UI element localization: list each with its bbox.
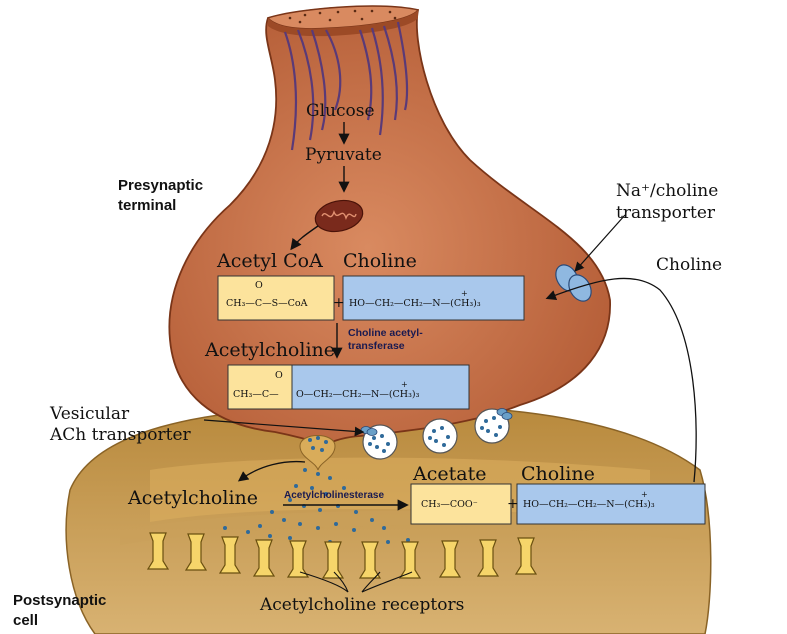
release-arrow <box>237 460 306 482</box>
choline-bottom-label: Choline <box>521 463 595 485</box>
choline-right-label: Choline <box>656 255 723 275</box>
acetyl-coa-box <box>217 275 335 321</box>
choline-product-box <box>516 483 706 525</box>
presynaptic-terminal <box>168 5 611 446</box>
postsynaptic-cell-label: Postsynaptic cell <box>13 592 107 629</box>
presynaptic-terminal-label: Presynaptic terminal <box>118 177 204 214</box>
acetylcholine-receptors-label: Acetylcholine receptors <box>260 595 465 615</box>
choline-box <box>342 275 525 321</box>
acetylcholine-mid-label: Acetylcholine <box>205 339 336 361</box>
acetyl-coa-carbonyl-o: O <box>255 280 263 291</box>
acetylcholine-rest-formula: O—CH₂—CH₂—N—(CH₃)₃ <box>296 389 420 400</box>
acetylcholinesterase-label: Acetylcholinesterase <box>284 490 385 501</box>
vesicular-transporter-pointer <box>203 419 365 437</box>
acetylcholine-cleft-label: Acetylcholine <box>128 487 259 509</box>
na-choline-transporter-label: Na⁺/choline transporter <box>616 181 719 223</box>
choline-acetyltransferase-label: Choline acetyl- transferase <box>348 327 423 352</box>
metabolic-arrows <box>290 122 350 359</box>
na-choline-transporter <box>555 264 592 302</box>
acetate-formula: CH₃—COO⁻ <box>421 499 478 510</box>
synaptic-vesicles <box>360 408 513 460</box>
transporter-pointer <box>574 214 626 272</box>
vesicular-ach-transporter-label: Vesicular ACh transporter <box>50 404 191 445</box>
microtubules <box>283 21 409 151</box>
acetylcholine-carbonyl-o: O <box>275 370 283 381</box>
acetylcholine-acyl-formula: CH₃—C— <box>233 389 279 400</box>
mitochondrion <box>314 199 364 233</box>
acetate-label: Acetate <box>413 463 487 485</box>
acetylcholine-receptors <box>146 532 538 579</box>
plus-sign-top: + <box>333 295 345 311</box>
acetylcholine-n-plus: + <box>401 380 408 389</box>
pyruvate-label: Pyruvate <box>305 145 382 165</box>
acetate-box <box>410 483 512 525</box>
acetyl-coa-label: Acetyl CoA <box>217 250 323 272</box>
choline-bottom-n-plus: + <box>641 490 648 499</box>
choline-formula: HO—CH₂—CH₂—N—(CH₃)₃ <box>349 298 481 309</box>
acetyl-coa-formula: CH₃—C—S—CoA <box>226 298 308 309</box>
acetylcholine-box-acyl <box>227 364 293 410</box>
exocytosis-site <box>299 435 336 471</box>
choline-top-label: Choline <box>343 250 417 272</box>
acetylcholine-box-choline <box>291 364 470 410</box>
surface-dots <box>288 9 397 24</box>
receptor-pointers <box>299 571 413 593</box>
choline-n-plus-top: + <box>461 289 468 298</box>
glucose-label: Glucose <box>306 101 375 121</box>
plus-sign-bottom: + <box>507 496 519 512</box>
choline-reuptake-line <box>545 277 697 483</box>
choline-bottom-formula: HO—CH₂—CH₂—N—(CH₃)₃ <box>523 499 655 510</box>
